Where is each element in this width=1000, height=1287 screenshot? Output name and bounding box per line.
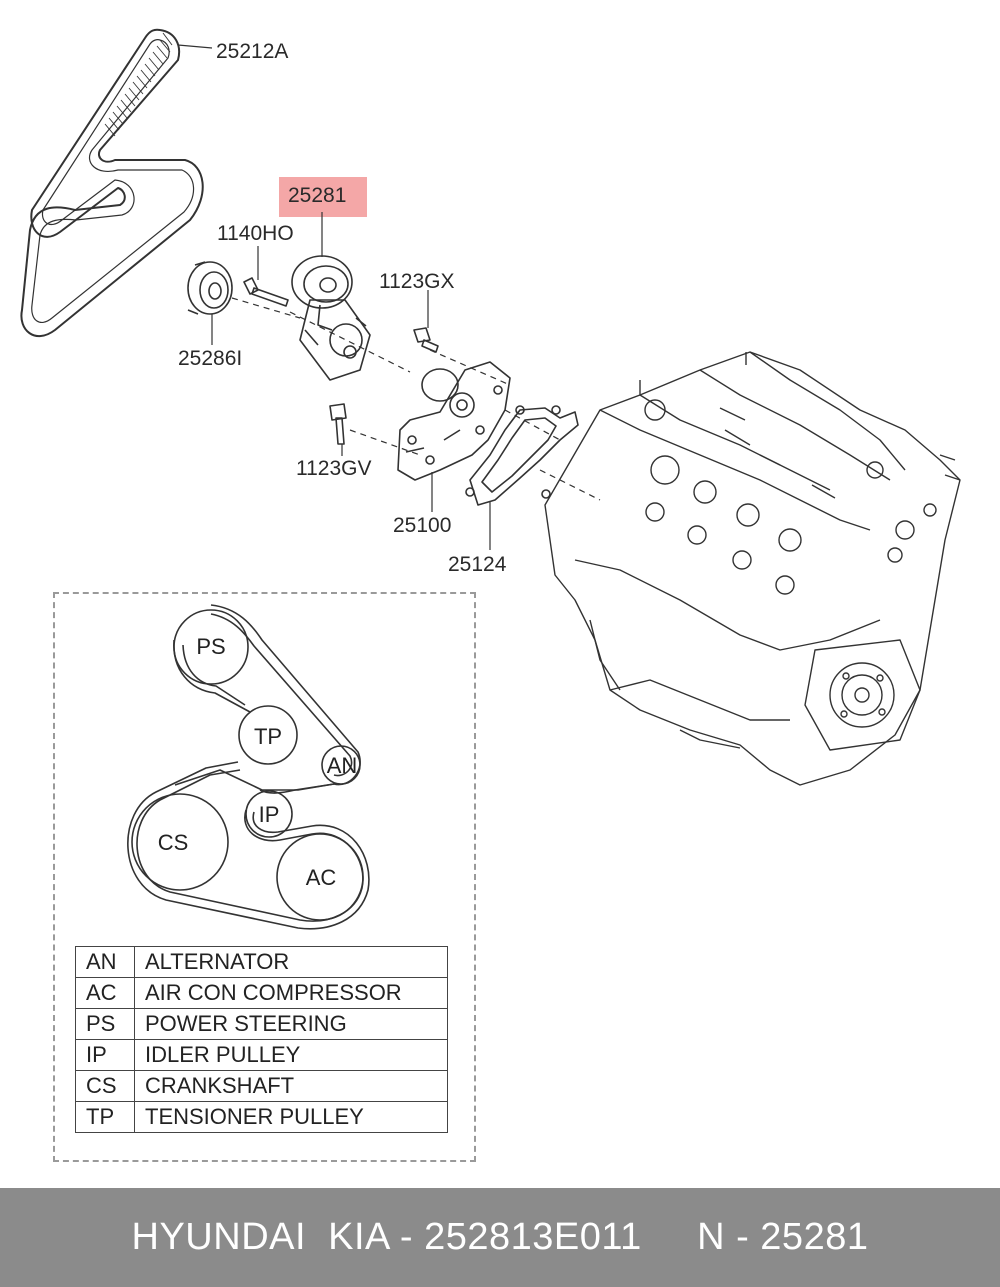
part-number-caption: HYUNDAI KIA - 252813E011 N - 25281: [131, 1216, 869, 1258]
callout-bolt-1123gv: 1123GV: [296, 457, 372, 480]
belt-routing-panel: [53, 592, 476, 1162]
engine-block: [544, 351, 961, 786]
bolt-1123gv: [329, 403, 347, 445]
pulley-label-cs: CS: [157, 830, 189, 855]
legend-desc: POWER STEERING: [134, 1008, 448, 1040]
legend-code: CS: [75, 1070, 135, 1102]
pulley-label-ac: AC: [305, 865, 337, 890]
idler-pulley-part: [187, 261, 233, 315]
legend-desc: ALTERNATOR: [134, 946, 448, 978]
footer-bar: HYUNDAI KIA - 252813E011 N - 25281: [0, 1188, 1000, 1287]
legend-desc: CRANKSHAFT: [134, 1070, 448, 1102]
callout-gasket: 25124: [448, 553, 507, 576]
legend-code: IP: [75, 1039, 135, 1071]
callout-belt: 25212A: [216, 40, 289, 63]
callout-idler: 25286I: [178, 347, 243, 370]
water-pump-part: [397, 361, 511, 481]
part-highlight: [279, 177, 367, 217]
legend-code: AC: [75, 977, 135, 1009]
legend-desc: AIR CON COMPRESSOR: [134, 977, 448, 1009]
tensioner-assembly: [291, 255, 371, 381]
gasket-part: [465, 405, 579, 506]
pulley-label-an: AN: [326, 753, 358, 778]
bolt-1123gx: [413, 327, 439, 353]
legend-code: AN: [75, 946, 135, 978]
legend-code: PS: [75, 1008, 135, 1040]
legend-desc: TENSIONER PULLEY: [134, 1101, 448, 1133]
bolt-1140ho: [243, 277, 289, 307]
callout-bolt-1123gx: 1123GX: [379, 270, 455, 293]
assembly-lines: [231, 297, 601, 501]
pulley-label-tp: TP: [253, 724, 283, 749]
pulley-label-ip: IP: [258, 802, 280, 827]
callout-tensioner: 25281: [288, 184, 347, 207]
legend-desc: IDLER PULLEY: [134, 1039, 448, 1071]
callout-leaders: [177, 44, 491, 550]
legend-code: TP: [75, 1101, 135, 1133]
callout-water-pump: 25100: [393, 514, 452, 537]
callout-bolt-1140ho: 1140HO: [217, 222, 294, 245]
serpentine-belt: [20, 28, 204, 337]
belt-routing-diagram: [127, 604, 370, 930]
pulley-label-ps: PS: [196, 634, 226, 659]
